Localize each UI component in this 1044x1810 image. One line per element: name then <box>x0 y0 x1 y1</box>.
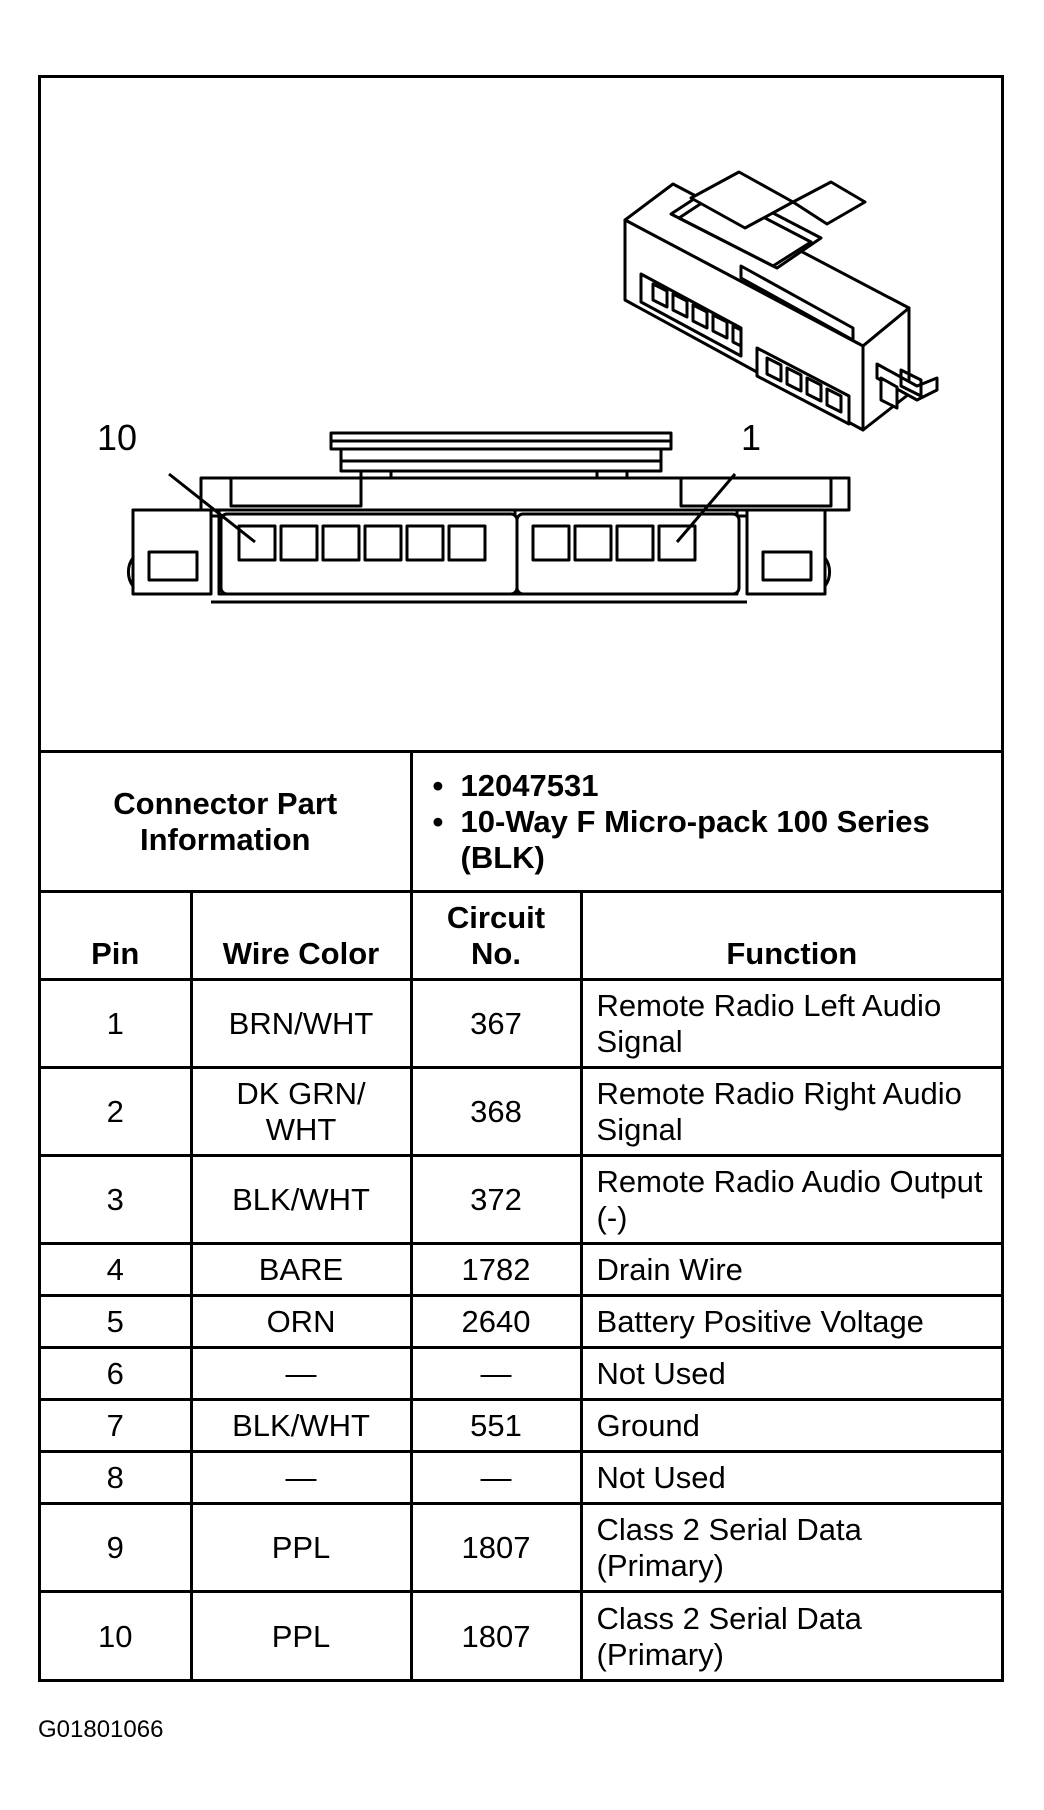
wire-color-cell: BRN/WHT <box>189 978 413 1069</box>
connector-diagram: 10 1 <box>41 78 1001 750</box>
pin-1-callout: 1 <box>741 417 762 458</box>
function-cell: Remote Radio Audio Output (-) <box>579 1154 1002 1245</box>
pinout-table: Connector Part Information 12047531 10-W… <box>41 750 1002 1681</box>
table-row: 8 — — Not Used <box>41 1450 1002 1505</box>
connector-description: 10-Way F Micro-pack 100 Series (BLK) <box>427 804 988 876</box>
table-row: 4 BARE 1782 Drain Wire <box>41 1242 1002 1297</box>
pin-cell: 1 <box>41 978 193 1069</box>
figure-code: G01801066 <box>38 1716 164 1743</box>
pin-cell: 4 <box>41 1242 193 1297</box>
function-cell: Not Used <box>579 1450 1002 1505</box>
table-row: 3 BLK/WHT 372 Remote Radio Audio Output … <box>41 1154 1002 1245</box>
function-cell: Ground <box>579 1398 1002 1453</box>
connector-isometric-view <box>623 170 939 432</box>
connector-front-view <box>126 431 851 604</box>
table-row: 7 BLK/WHT 551 Ground <box>41 1398 1002 1453</box>
connector-drawing <box>126 170 939 604</box>
header-pin: Pin <box>41 890 193 981</box>
pin-cell: 2 <box>41 1066 193 1157</box>
function-cell: Drain Wire <box>579 1242 1002 1297</box>
circuit-cell: — <box>409 1450 583 1505</box>
table-header-row: Pin Wire Color Circuit No. Function <box>41 890 1002 981</box>
header-wire-color: Wire Color <box>189 890 413 981</box>
function-cell: Not Used <box>579 1346 1002 1401</box>
pin-10-callout: 10 <box>97 417 138 458</box>
wire-color-cell: ORN <box>189 1294 413 1349</box>
table-row: 6 — — Not Used <box>41 1346 1002 1401</box>
wire-color-cell: — <box>189 1346 413 1401</box>
function-cell: Battery Positive Voltage <box>579 1294 1002 1349</box>
function-cell: Remote Radio Left Audio Signal <box>579 978 1002 1069</box>
pin-cell: 3 <box>41 1154 193 1245</box>
pinout-table-area: Connector Part Information 12047531 10-W… <box>41 750 1002 1681</box>
connector-info-list: 12047531 10-Way F Micro-pack 100 Series … <box>427 768 988 876</box>
wire-color-cell: BARE <box>189 1242 413 1297</box>
circuit-cell: 551 <box>409 1398 583 1453</box>
circuit-cell: 1807 <box>409 1590 583 1681</box>
wire-color-cell: BLK/WHT <box>189 1154 413 1245</box>
circuit-cell: 372 <box>409 1154 583 1245</box>
circuit-cell: 368 <box>409 1066 583 1157</box>
connector-part-number: 12047531 <box>427 768 988 804</box>
connector-info-details-cell: 12047531 10-Way F Micro-pack 100 Series … <box>409 750 1002 893</box>
function-cell: Class 2 Serial Data (Primary) <box>579 1590 1002 1681</box>
header-circuit-no: Circuit No. <box>409 890 583 981</box>
pin-cell: 5 <box>41 1294 193 1349</box>
header-function: Function <box>579 890 1002 981</box>
table-row: 1 BRN/WHT 367 Remote Radio Left Audio Si… <box>41 978 1002 1069</box>
pin-cell: 7 <box>41 1398 193 1453</box>
table-row: 9 PPL 1807 Class 2 Serial Data (Primary) <box>41 1502 1002 1593</box>
circuit-cell: 2640 <box>409 1294 583 1349</box>
table-row: 5 ORN 2640 Battery Positive Voltage <box>41 1294 1002 1349</box>
diagram-frame: 10 1 Connector Part Information 12047531… <box>38 75 1004 1682</box>
pin-cell: 6 <box>41 1346 193 1401</box>
table-row: 2 DK GRN/ WHT 368 Remote Radio Right Aud… <box>41 1066 1002 1157</box>
pin-cell: 8 <box>41 1450 193 1505</box>
wire-color-cell: PPL <box>189 1590 413 1681</box>
connector-info-label: Connector Part Information <box>113 785 338 857</box>
circuit-cell: 1782 <box>409 1242 583 1297</box>
circuit-cell: 1807 <box>409 1502 583 1593</box>
function-cell: Remote Radio Right Audio Signal <box>579 1066 1002 1157</box>
circuit-cell: 367 <box>409 978 583 1069</box>
pin-cell: 9 <box>41 1502 193 1593</box>
wire-color-cell: PPL <box>189 1502 413 1593</box>
wire-color-cell: — <box>189 1450 413 1505</box>
wire-color-cell: BLK/WHT <box>189 1398 413 1453</box>
wire-color-cell: DK GRN/ WHT <box>189 1066 413 1157</box>
pin-cell: 10 <box>41 1590 193 1681</box>
table-row: 10 PPL 1807 Class 2 Serial Data (Primary… <box>41 1590 1002 1681</box>
function-cell: Class 2 Serial Data (Primary) <box>579 1502 1002 1593</box>
connector-info-label-cell: Connector Part Information <box>41 750 413 893</box>
connector-info-row: Connector Part Information 12047531 10-W… <box>41 750 1002 893</box>
circuit-cell: — <box>409 1346 583 1401</box>
